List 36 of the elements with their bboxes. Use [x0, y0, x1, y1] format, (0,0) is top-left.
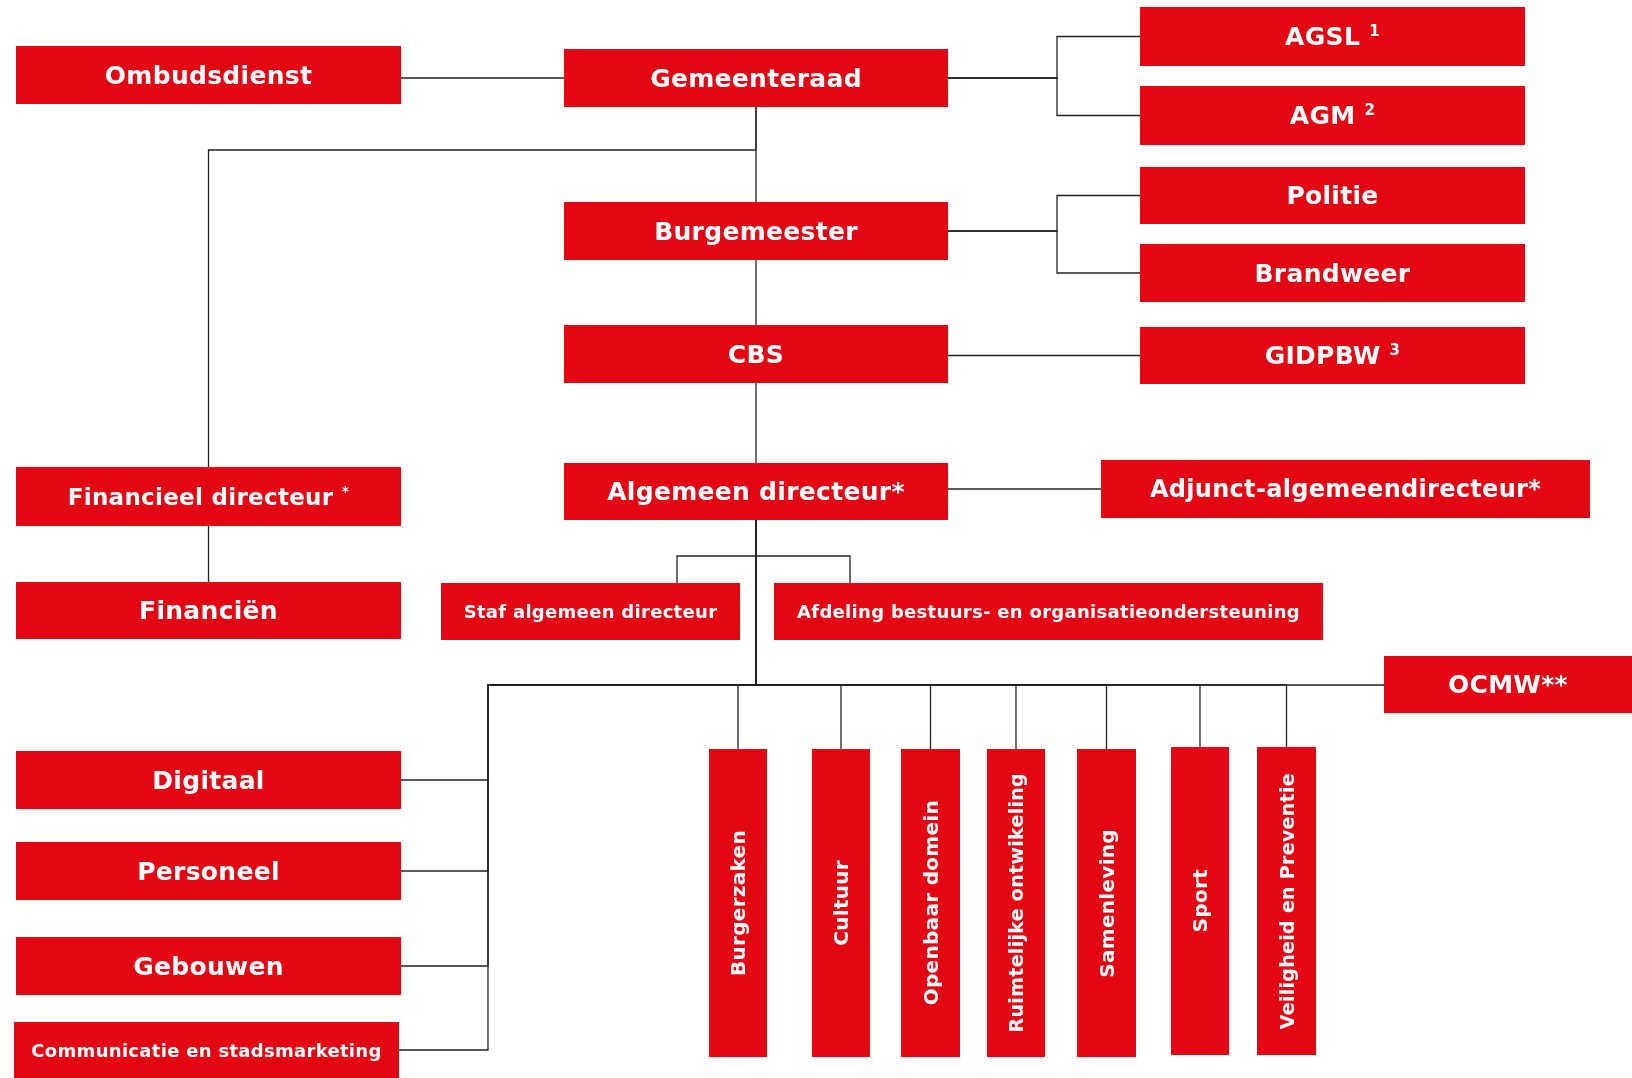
department-box: Openbaar domein: [901, 749, 960, 1057]
org-box: Gemeenteraad: [564, 49, 948, 107]
org-box: Personeel: [16, 842, 401, 900]
department-box: Cultuur: [812, 749, 870, 1057]
org-box: CBS: [564, 325, 948, 383]
connector-line: [400, 77, 565, 79]
connector-line: [947, 354, 1141, 357]
connector-line: [947, 230, 1141, 274]
connector-line: [755, 259, 757, 326]
org-box: Staf algemeen directeur: [441, 583, 740, 640]
org-box: GIDPBW $^{3}$: [1140, 327, 1525, 384]
connector-line: [755, 382, 757, 464]
org-box: Digitaal: [16, 751, 401, 809]
connector-line: [947, 77, 1141, 117]
org-box: Financieel directeur $^{*}$: [16, 467, 401, 526]
org-box: OCMW**: [1384, 656, 1632, 713]
department-box: Veiligheid en Preventie: [1257, 747, 1316, 1055]
org-box: Adjunct-algemeendirecteur*: [1101, 460, 1590, 518]
org-box: Financiën: [16, 582, 401, 639]
org-box: Politie: [1140, 167, 1525, 224]
org-box: Communicatie en stadsmarketing: [14, 1022, 399, 1078]
department-box: Burgerzaken: [709, 749, 767, 1057]
org-box: AGM $^{2}$: [1140, 86, 1525, 145]
connector-line: [207, 106, 757, 468]
department-box: Samenleving: [1077, 749, 1136, 1057]
department-box: Ruimtelijke ontwikeling: [987, 749, 1045, 1057]
org-box: Afdeling bestuurs- en organisatieondersteuning: [774, 583, 1323, 640]
org-box: AGSL $^{1}$: [1140, 7, 1525, 66]
connector-line: [207, 525, 210, 583]
org-box: Burgemeester: [564, 202, 948, 260]
org-box: Algemeen directeur*: [564, 463, 948, 520]
department-box: Sport: [1171, 747, 1229, 1055]
connector-line: [947, 488, 1102, 490]
org-box: Gebouwen: [16, 937, 401, 995]
org-box: Brandweer: [1140, 244, 1525, 302]
org-box: Ombudsdienst: [16, 46, 401, 104]
